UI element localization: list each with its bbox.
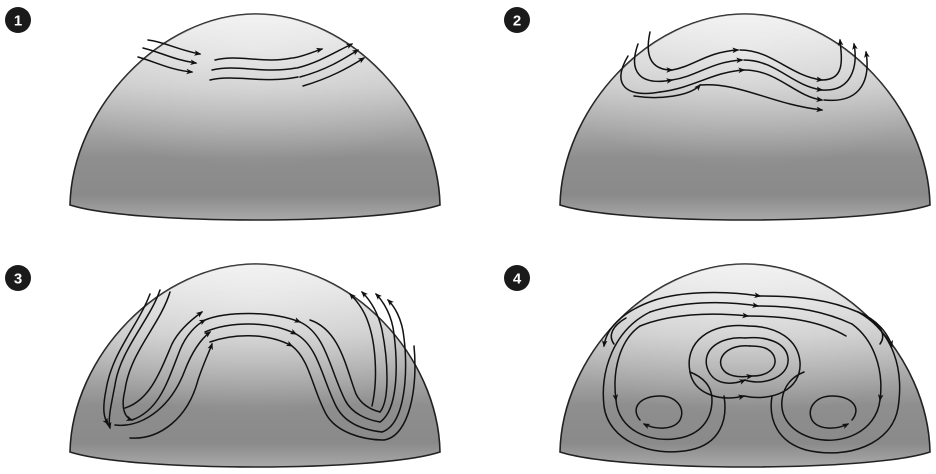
- dome-highlight: [70, 14, 440, 220]
- panel-1-number: 1: [14, 13, 22, 30]
- panel-4-number: 4: [513, 271, 522, 288]
- panel-4-badge: 4: [504, 265, 530, 291]
- panel-3-badge: 3: [5, 265, 31, 291]
- panel-2: 2: [504, 7, 930, 220]
- panel-3: 3: [5, 264, 440, 467]
- panel-3-number: 3: [14, 271, 22, 288]
- panel-1-badge: 1: [5, 7, 31, 33]
- dome-highlight: [560, 14, 930, 220]
- panel-2-number: 2: [513, 13, 521, 30]
- panel-2-badge: 2: [504, 7, 530, 33]
- panel-1: 1: [5, 7, 440, 220]
- dome-highlight: [70, 264, 440, 467]
- panel-4: 4: [504, 264, 930, 467]
